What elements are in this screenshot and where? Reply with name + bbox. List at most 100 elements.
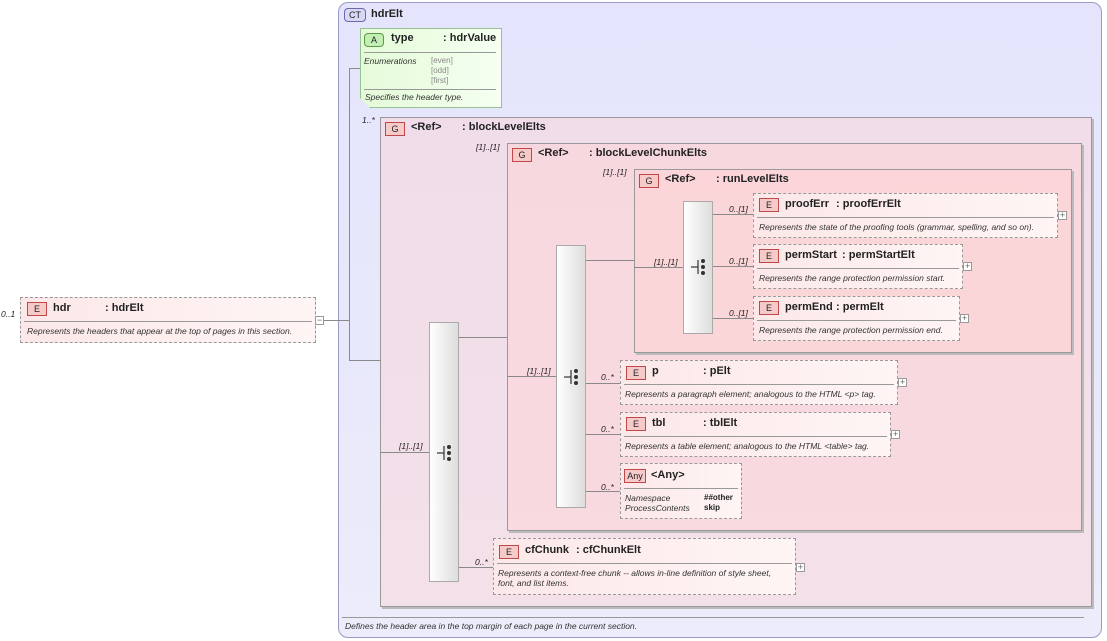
tbl-separator bbox=[624, 436, 887, 437]
attribute-documentation: Specifies the header type. bbox=[365, 92, 464, 102]
tbl-occurrence: 0..* bbox=[601, 424, 614, 434]
any-namespace-label: Namespace bbox=[625, 493, 671, 503]
group-block-type: : blockLevelElts bbox=[462, 121, 546, 133]
group-run-occurrence: [1]..[1] bbox=[603, 167, 627, 177]
plus-box-icon[interactable]: + bbox=[891, 429, 900, 439]
p-element-box[interactable] bbox=[620, 360, 898, 405]
any-name: <Any> bbox=[651, 469, 685, 481]
sequence-icon bbox=[691, 259, 705, 275]
proofErr-name: proofErr bbox=[785, 198, 829, 210]
hdr-name: hdr bbox=[53, 302, 71, 314]
proofErr-element-box[interactable] bbox=[753, 193, 1058, 238]
sequence-icon bbox=[437, 445, 451, 461]
cfChunk-separator bbox=[497, 563, 792, 564]
group-chunk-occurrence: [1]..[1] bbox=[476, 142, 500, 152]
group-run-badge: G bbox=[639, 174, 659, 188]
chunk-sequence-occurrence: [1]..[1] bbox=[527, 366, 551, 376]
permEnd-element-box[interactable] bbox=[753, 296, 960, 341]
outer-sequence-occurrence: [1]..[1] bbox=[399, 441, 423, 451]
cfChunk-type: : cfChunkElt bbox=[576, 544, 641, 556]
permEnd-name: permEnd bbox=[785, 301, 833, 313]
plus-box-icon[interactable]: + bbox=[1058, 210, 1067, 220]
complex-type-box bbox=[338, 2, 1102, 638]
run-sequence-occurrence: [1]..[1] bbox=[654, 257, 678, 267]
group-chunk-type: : blockLevelChunkElts bbox=[589, 147, 707, 159]
cfChunk-name: cfChunk bbox=[525, 544, 569, 556]
p-occurrence: 0..* bbox=[601, 372, 614, 382]
connector bbox=[713, 214, 753, 215]
hdr-element-box[interactable] bbox=[20, 297, 316, 343]
tbl-badge: E bbox=[626, 417, 646, 431]
connector bbox=[586, 260, 634, 261]
p-name: p bbox=[652, 365, 659, 377]
connector bbox=[459, 567, 493, 568]
tbl-type: : tblElt bbox=[703, 417, 738, 429]
permEnd-separator bbox=[757, 320, 956, 321]
hdr-type: : hdrElt bbox=[105, 302, 144, 314]
plus-box-icon[interactable]: + bbox=[898, 377, 907, 387]
enum-first: [first] bbox=[431, 76, 449, 85]
attribute-type: : hdrValue bbox=[443, 32, 497, 44]
connector bbox=[713, 266, 753, 267]
connector bbox=[459, 337, 507, 338]
attribute-separator bbox=[364, 52, 496, 53]
any-processcontents-value: skip bbox=[704, 503, 721, 512]
any-separator bbox=[624, 488, 738, 489]
attribute-doc-separator bbox=[364, 89, 496, 90]
p-badge: E bbox=[626, 366, 646, 380]
any-occurrence: 0..* bbox=[601, 482, 614, 492]
permStart-badge: E bbox=[759, 249, 779, 263]
proofErr-occurrence: 0..[1] bbox=[729, 204, 748, 214]
group-block-occurrence: 1..* bbox=[362, 115, 375, 125]
permEnd-occurrence: 0..[1] bbox=[729, 308, 748, 318]
plus-box-icon[interactable]: + bbox=[796, 562, 805, 572]
proofErr-separator bbox=[757, 217, 1054, 218]
cfChunk-occurrence: 0..* bbox=[475, 557, 488, 567]
tbl-name: tbl bbox=[652, 417, 666, 429]
group-block-badge: G bbox=[385, 122, 405, 136]
cfChunk-element-box[interactable] bbox=[493, 538, 796, 595]
enum-even: [even] bbox=[431, 56, 453, 65]
any-namespace-value: ##other bbox=[704, 493, 733, 502]
proofErr-badge: E bbox=[759, 198, 779, 212]
any-badge: Any bbox=[624, 469, 646, 483]
hdr-separator bbox=[24, 321, 312, 322]
proofErr-documentation: Represents the state of the proofing too… bbox=[759, 222, 1034, 232]
proofErr-type: : proofErrElt bbox=[836, 198, 901, 210]
group-run-name: <Ref> bbox=[665, 173, 696, 185]
tbl-element-box[interactable] bbox=[620, 412, 891, 457]
connector bbox=[586, 434, 620, 435]
hdr-occurrence: 0..1 bbox=[1, 309, 16, 319]
p-separator bbox=[624, 384, 894, 385]
sequence-icon bbox=[564, 369, 578, 385]
collapse-icon[interactable]: − bbox=[315, 315, 324, 325]
any-processcontents-label: ProcessContents bbox=[625, 503, 690, 513]
permStart-occurrence: 0..[1] bbox=[729, 256, 748, 266]
p-documentation: Represents a paragraph element; analogou… bbox=[625, 389, 876, 399]
connector bbox=[349, 68, 360, 69]
attribute-badge: A bbox=[364, 33, 384, 47]
tbl-documentation: Represents a table element; analogous to… bbox=[625, 441, 870, 451]
permEnd-documentation: Represents the range protection permissi… bbox=[759, 325, 943, 335]
permStart-element-box[interactable] bbox=[753, 244, 963, 289]
permStart-separator bbox=[757, 268, 959, 269]
connector bbox=[586, 383, 620, 384]
ct-doc-separator bbox=[342, 617, 1084, 618]
connector bbox=[324, 320, 350, 321]
group-run-type: : runLevelElts bbox=[716, 173, 789, 185]
plus-box-icon[interactable]: + bbox=[963, 261, 972, 271]
hdr-documentation: Represents the headers that appear at th… bbox=[27, 326, 293, 336]
permStart-type: : permStartElt bbox=[842, 249, 915, 261]
attribute-name: type bbox=[391, 32, 414, 44]
hdr-badge: E bbox=[27, 302, 47, 316]
ct-documentation: Defines the header area in the top margi… bbox=[345, 621, 638, 631]
enumerations-label: Enumerations bbox=[364, 56, 417, 66]
plus-box-icon[interactable]: + bbox=[960, 313, 969, 323]
connector bbox=[380, 452, 429, 453]
connector bbox=[713, 318, 753, 319]
p-type: : pElt bbox=[703, 365, 731, 377]
enum-odd: [odd] bbox=[431, 66, 449, 75]
connector bbox=[349, 68, 350, 361]
cfChunk-documentation-line1: Represents a context-free chunk -- allow… bbox=[498, 568, 772, 578]
connector bbox=[349, 360, 380, 361]
